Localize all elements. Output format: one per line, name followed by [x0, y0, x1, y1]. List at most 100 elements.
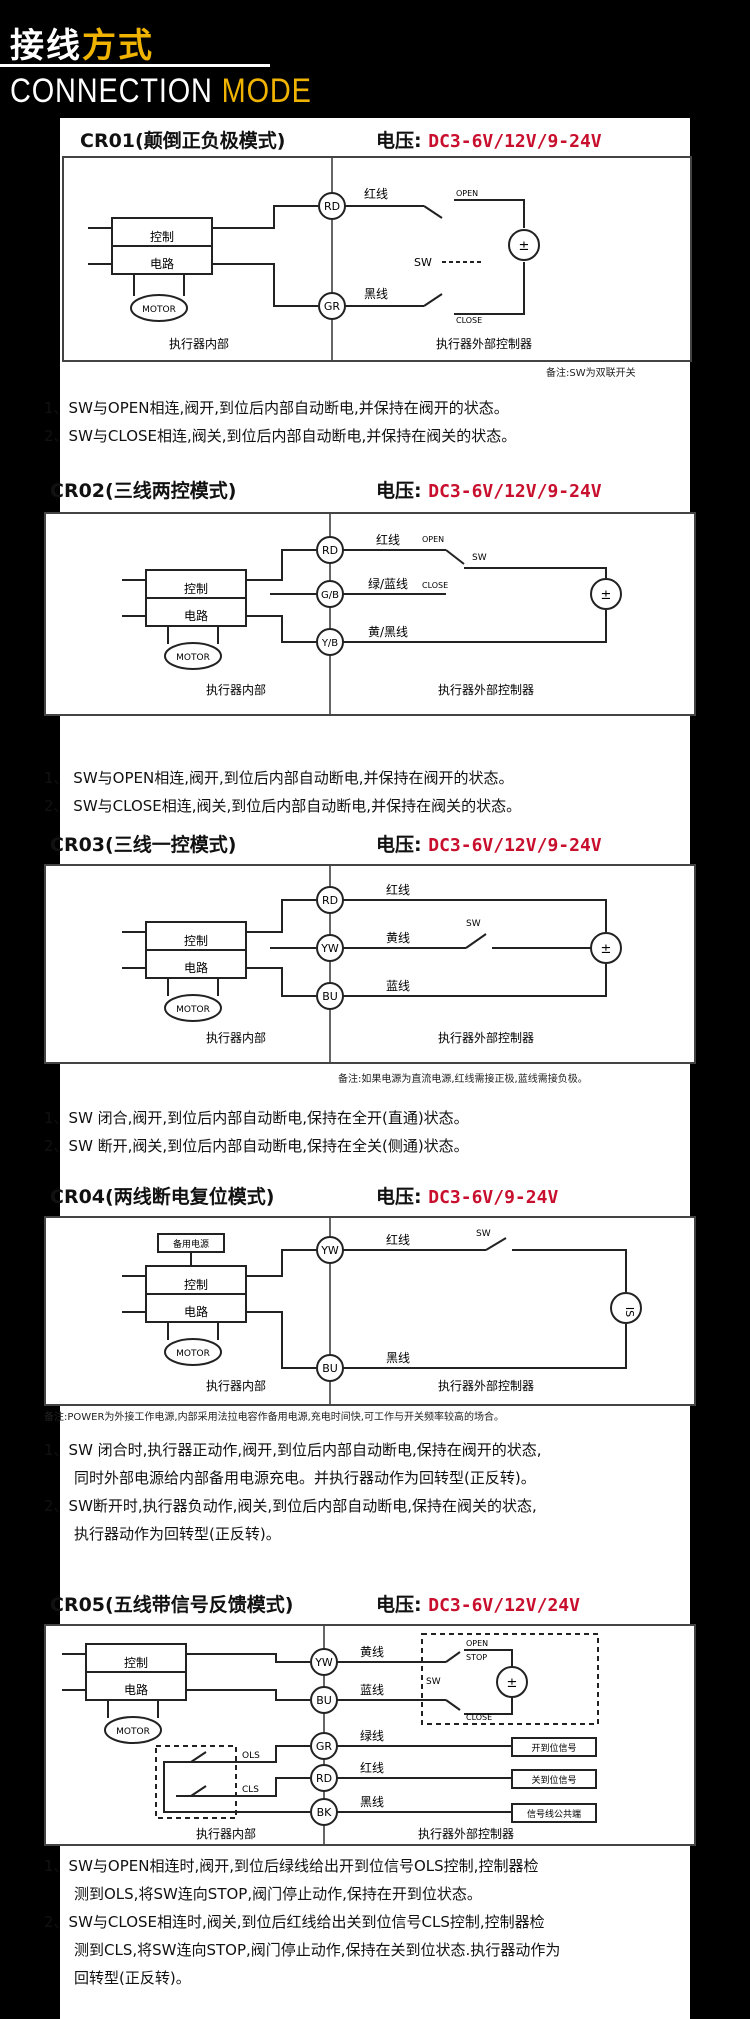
- motor-label: MOTOR: [176, 1349, 210, 1359]
- voltage-label: 电压:: [376, 130, 422, 152]
- cr03-desc-line: 1、SW 闭合,阀开,到位后内部自动断电,保持在全开(直通)状态。: [44, 1109, 469, 1127]
- wire-green-blue: 绿/蓝线: [368, 576, 408, 591]
- external-label: 执行器外部控制器: [436, 336, 532, 351]
- internal-label: 执行器内部: [206, 682, 266, 697]
- terminal-bu: BU: [322, 1362, 338, 1375]
- external-label: 执行器外部控制器: [438, 682, 534, 697]
- power-symbol: ±: [507, 1676, 518, 1691]
- open-label: OPEN: [422, 535, 444, 544]
- close-signal-label: 关到位信号: [531, 1774, 576, 1786]
- cr05-voltage: 电压: DC3-6V/12V/24V: [376, 1590, 580, 1617]
- cr04-desc-line: 同时外部电源给内部备用电源充电。并执行器动作为回转型(正反转)。: [74, 1469, 536, 1487]
- control-label: 控制: [184, 934, 208, 948]
- external-label: 执行器外部控制器: [418, 1826, 514, 1841]
- terminal-rd: RD: [322, 544, 338, 557]
- cr03-description: 1、SW 闭合,阀开,到位后内部自动断电,保持在全开(直通)状态。 2、SW 断…: [44, 1104, 684, 1160]
- cr03-diagram: 控制 电路 MOTOR RD YW BU 红线 黄线 蓝线 SW ± 执行器内部…: [44, 864, 696, 1064]
- cr05-title: CR05(五线带信号反馈模式): [50, 1594, 294, 1616]
- close-label: CLOSE: [456, 316, 482, 325]
- cr05-wiring-svg: 控制 电路 MOTOR OLS CLS YW BU GR RD BK 黄线 蓝线…: [62, 1626, 599, 1844]
- cr04-voltage: 电压: DC3-6V/9-24V: [376, 1182, 558, 1209]
- cr01-diagram: 控制 电路 MOTOR RD GR 红线 黑线 SW OPEN CLOSE ± …: [62, 156, 692, 362]
- cr01-voltage: 电压: DC3-6V/12V/9-24V: [376, 126, 602, 153]
- internal-label: 执行器内部: [196, 1826, 256, 1841]
- wire-green: 绿线: [360, 1728, 384, 1743]
- cr02-desc-line: 2、 SW与CLOSE相连,阀关,到位后内部自动断电,并保持在阀关的状态。: [44, 797, 522, 815]
- external-label: 执行器外部控制器: [438, 1378, 534, 1393]
- terminal-bu: BU: [322, 990, 338, 1003]
- backup-power-label: 备用电源: [173, 1238, 209, 1250]
- cr01-desc-line: 2、SW与CLOSE相连,阀关,到位后内部自动断电,并保持在阀关的状态。: [44, 427, 517, 445]
- terminal-bk: BK: [317, 1806, 333, 1819]
- motor-label: MOTOR: [142, 305, 176, 315]
- cr02-voltage: 电压: DC3-6V/12V/9-24V: [376, 476, 602, 503]
- voltage-label: 电压:: [376, 1594, 422, 1616]
- page-title: 接线方式: [10, 18, 154, 67]
- signal-common-label: 信号线公共端: [527, 1808, 581, 1820]
- wire-black: 黑线: [386, 1351, 410, 1365]
- terminal-rd: RD: [322, 894, 338, 907]
- cr02-diagram: 控制 电路 MOTOR RD G/B Y/B 红线 绿/蓝线 黄/黑线 OPEN…: [44, 512, 696, 716]
- page-header: 接线方式 CONNECTION MODE: [0, 0, 750, 118]
- wire-red: 红线: [360, 1760, 384, 1775]
- cr04-desc-line: 1、SW 闭合时,执行器正动作,阀开,到位后内部自动断电,保持在阀开的状态,: [44, 1441, 542, 1459]
- voltage-label: 电压:: [376, 834, 422, 856]
- power-symbol: ±: [601, 588, 612, 603]
- voltage-value: DC3-6V/12V/9-24V: [428, 835, 602, 856]
- circuit-label: 电路: [184, 608, 208, 623]
- cr03-desc-line: 2、SW 断开,阀关,到位后内部自动断电,保持在全关(侧通)状态。: [44, 1137, 469, 1155]
- cr05-description: 1、SW与OPEN相连时,阀开,到位后绿线给出开到位信号OLS控制,控制器检 测…: [44, 1852, 684, 1992]
- open-label: OPEN: [466, 1639, 488, 1648]
- cr01-title: CR01(颠倒正负极模式): [80, 130, 286, 152]
- terminal-yw: YW: [320, 1244, 339, 1257]
- power-symbol: ±: [601, 942, 612, 957]
- voltage-value: DC3-6V/12V/9-24V: [428, 131, 602, 152]
- motor-label: MOTOR: [116, 1727, 150, 1737]
- cr01-wiring-svg: 控制 电路 MOTOR RD GR 红线 黑线 SW OPEN CLOSE ± …: [88, 158, 540, 360]
- cr02-description: 1、 SW与OPEN相连,阀开,到位后内部自动断电,并保持在阀开的状态。 2、 …: [44, 764, 684, 820]
- close-label: CLOSE: [466, 1713, 492, 1722]
- cr04-wiring-svg: 备用电源 控制 电路 MOTOR YW BU 红线 黑线 SW IS 执行器内部…: [122, 1218, 642, 1404]
- cr04-title: CR04(两线断电复位模式): [50, 1186, 275, 1208]
- cr05-desc-line: 测到OLS,将SW连向STOP,阀门停止动作,保持在开到位状态。: [74, 1885, 482, 1903]
- wire-blue: 蓝线: [360, 1683, 384, 1697]
- cr01-description: 1、SW与OPEN相连,阀开,到位后内部自动断电,并保持在阀开的状态。 2、SW…: [44, 394, 684, 450]
- wire-yellow-black: 黄/黑线: [368, 625, 408, 639]
- cr01-desc-line: 1、SW与OPEN相连,阀开,到位后内部自动断电,并保持在阀开的状态。: [44, 399, 509, 417]
- switch-sw: SW: [466, 919, 481, 929]
- voltage-value: DC3-6V/12V/9-24V: [428, 481, 602, 502]
- voltage-value: DC3-6V/9-24V: [428, 1187, 559, 1208]
- cr03-note: 备注:如果电源为直流电源,红线需接正极,蓝线需接负极。: [338, 1074, 588, 1085]
- content-area: CR01(颠倒正负极模式) 电压: DC3-6V/12V/9-24V: [44, 118, 696, 2019]
- page-subtitle: CONNECTION MODE: [10, 72, 312, 111]
- wire-red: 红线: [386, 882, 410, 897]
- control-label: 控制: [124, 1656, 148, 1670]
- circuit-label: 电路: [124, 1682, 148, 1697]
- terminal-rd: RD: [324, 200, 340, 213]
- cr05-desc-line: 2、SW与CLOSE相连时,阀关,到位后红线给出关到位信号CLS控制,控制器检: [44, 1913, 545, 1931]
- wire-yellow: 黄线: [386, 931, 410, 945]
- open-label: OPEN: [456, 189, 478, 198]
- terminal-gr: GR: [324, 300, 341, 313]
- power-symbol: ±: [519, 239, 530, 254]
- cr01-note: 备注:SW为双联开关: [546, 368, 636, 379]
- internal-label: 执行器内部: [206, 1030, 266, 1045]
- cr04-diagram: 备用电源 控制 电路 MOTOR YW BU 红线 黑线 SW IS 执行器内部…: [44, 1216, 696, 1406]
- close-label: CLOSE: [422, 581, 448, 590]
- voltage-value: DC3-6V/12V/24V: [428, 1595, 580, 1616]
- terminal-yb: Y/B: [321, 638, 338, 649]
- stop-label: STOP: [466, 1653, 487, 1662]
- subtitle-part2: MODE: [221, 72, 312, 110]
- title-part2: 方式: [82, 26, 154, 66]
- cr05-desc-line: 1、SW与OPEN相连时,阀开,到位后绿线给出开到位信号OLS控制,控制器检: [44, 1857, 539, 1875]
- subtitle-part1: CONNECTION: [10, 72, 222, 110]
- cr04-desc-line: 执行器动作为回转型(正反转)。: [74, 1525, 281, 1543]
- control-label: 控制: [184, 1278, 208, 1292]
- cls-label: CLS: [242, 1785, 259, 1795]
- cr03-title: CR03(三线一控模式): [50, 834, 237, 856]
- wire-blue: 蓝线: [386, 979, 410, 993]
- title-part1: 接线: [10, 26, 82, 66]
- terminal-yw: YW: [320, 942, 339, 955]
- cr05-desc-line: 测到CLS,将SW连向STOP,阀门停止动作,保持在关到位状态.执行器动作为: [74, 1941, 561, 1959]
- circuit-label: 电路: [184, 1304, 208, 1319]
